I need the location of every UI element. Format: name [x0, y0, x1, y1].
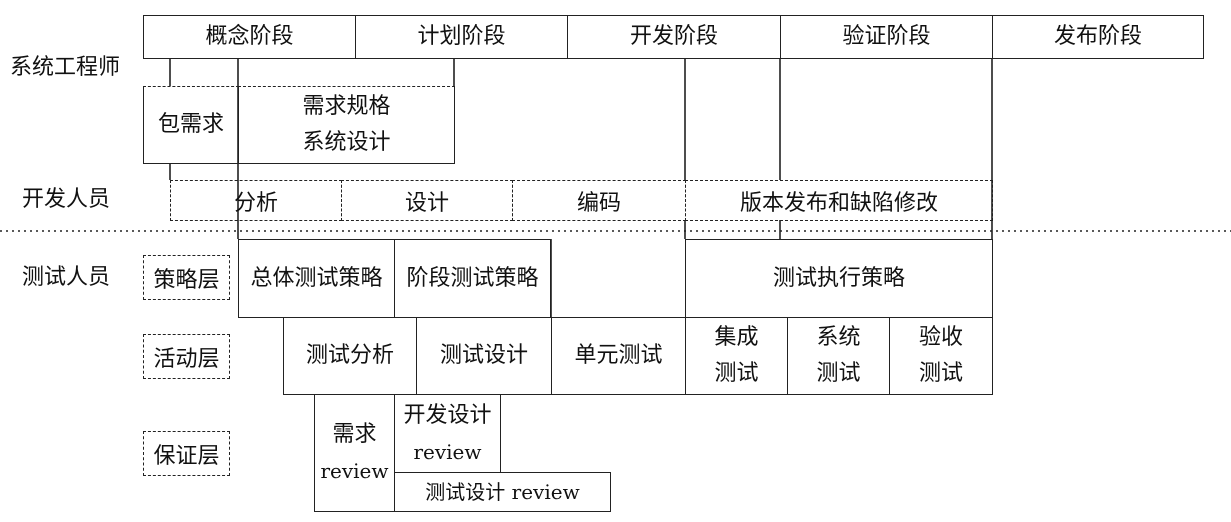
spec-line-1: 需求规格 — [302, 94, 391, 119]
activity-system-test: 系统 测试 — [787, 317, 890, 395]
req-review-line-2: review — [320, 459, 389, 483]
activity-acceptance-test: 验收 测试 — [889, 317, 993, 395]
dev-design: 设计 — [341, 180, 513, 221]
activity-test-design: 测试设计 — [416, 317, 552, 395]
strategy-overall: 总体测试策略 — [238, 239, 395, 318]
dev-release-fix: 版本发布和缺陷修改 — [685, 180, 993, 221]
assurance-requirements-review: 需求 review — [314, 394, 395, 512]
layer-activity: 活动层 — [143, 334, 230, 379]
assurance-test-design-review: 测试设计 review — [394, 472, 611, 512]
dev-coding: 编码 — [512, 180, 686, 221]
strategy-execution: 测试执行策略 — [685, 239, 993, 318]
phase-verify: 验证阶段 — [780, 15, 993, 59]
acceptance-line-1: 验收 — [918, 325, 963, 350]
activity-integration-test: 集成 测试 — [685, 317, 788, 395]
role-label-developer: 开发人员 — [22, 187, 111, 212]
role-label-engineer: 系统工程师 — [10, 55, 121, 80]
system-line-2: 测试 — [816, 361, 861, 386]
phase-release: 发布阶段 — [992, 15, 1204, 59]
spec-line-2: 系统设计 — [302, 130, 391, 155]
phase-plan: 计划阶段 — [355, 15, 568, 59]
acceptance-line-2: 测试 — [918, 361, 963, 386]
integration-line-1: 集成 — [714, 325, 759, 350]
engineer-spec-design: 需求规格 系统设计 — [238, 86, 455, 164]
dev-design-review-line-2: review — [413, 439, 482, 464]
dev-design-review-line-1: 开发设计 — [403, 402, 492, 428]
layer-assurance: 保证层 — [143, 431, 230, 476]
layer-strategy: 策略层 — [143, 255, 230, 300]
activity-unit-test: 单元测试 — [551, 317, 686, 395]
integration-line-2: 测试 — [714, 361, 759, 386]
assurance-dev-design-review: 开发设计 review — [394, 394, 501, 473]
system-line-1: 系统 — [816, 325, 861, 350]
strategy-phase: 阶段测试策略 — [394, 239, 551, 318]
phase-concept: 概念阶段 — [143, 15, 356, 59]
activity-test-analysis: 测试分析 — [283, 317, 417, 395]
dev-analysis: 分析 — [170, 180, 342, 221]
req-review-line-1: 需求 — [332, 422, 377, 447]
role-label-tester: 测试人员 — [22, 265, 111, 290]
phase-develop: 开发阶段 — [567, 15, 781, 59]
engineer-requirements: 包需求 — [143, 86, 239, 164]
